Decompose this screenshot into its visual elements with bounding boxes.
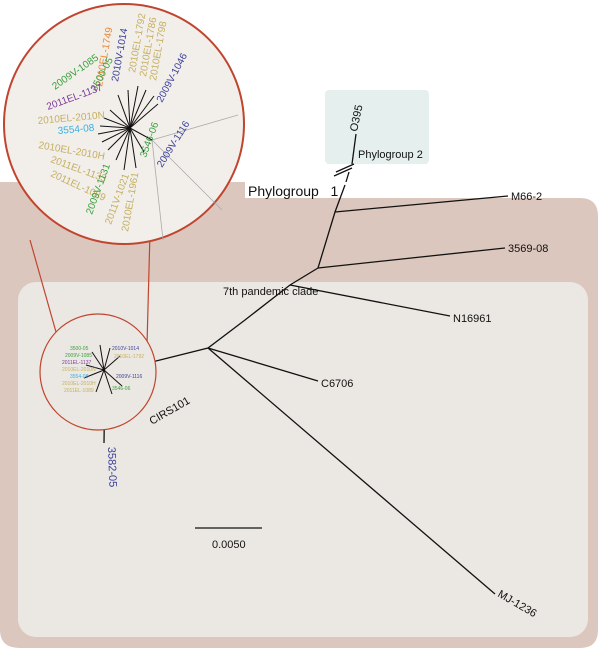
phylogroup1-label: Phylogroup 1 xyxy=(248,183,338,199)
svg-text:2010EL-2010H: 2010EL-2010H xyxy=(62,381,96,387)
svg-text:2010EL-2010N: 2010EL-2010N xyxy=(62,367,96,373)
svg-text:2010EL-1792: 2010EL-1792 xyxy=(114,354,144,360)
phylogroup2-box xyxy=(325,90,429,164)
zoom-connector-upper xyxy=(29,239,57,333)
phylogroup2-label: Phylogroup 2 xyxy=(358,149,423,161)
taxon-o395: O395 xyxy=(348,104,365,133)
seventh-pandemic-clade-box xyxy=(18,282,588,637)
zoom-circle: 2010EL-17492010V-10142010EL-17922010EL-1… xyxy=(3,3,245,245)
svg-text:3500-05: 3500-05 xyxy=(70,346,89,352)
seventh-pandemic-clade-label: 7th pandemic clade xyxy=(223,286,318,298)
svg-text:3546-06: 3546-06 xyxy=(112,386,131,392)
clade-small-circle: 3500-05 2009V-1085 2011EL-1137 2010EL-20… xyxy=(39,313,157,431)
taxon-c6706: C6706 xyxy=(321,378,353,390)
taxon-n16961: N16961 xyxy=(453,313,492,325)
taxon-m66-2: M66-2 xyxy=(511,191,542,203)
svg-text:3554-08: 3554-08 xyxy=(70,374,89,380)
svg-text:2010V-1014: 2010V-1014 xyxy=(112,346,139,352)
zoom-taxon-label: 3554-08 xyxy=(57,123,95,137)
svg-text:2011EL-1089: 2011EL-1089 xyxy=(64,388,94,394)
taxon-3582-05: 3582-05 xyxy=(105,447,118,488)
svg-text:2009V-1116: 2009V-1116 xyxy=(116,374,142,380)
taxon-3569-08: 3569-08 xyxy=(508,243,548,255)
svg-text:2011EL-1137: 2011EL-1137 xyxy=(62,360,92,366)
svg-text:2009V-1085: 2009V-1085 xyxy=(65,353,92,359)
zoom-connector-lower xyxy=(146,231,151,346)
scale-label: 0.0050 xyxy=(212,539,246,551)
